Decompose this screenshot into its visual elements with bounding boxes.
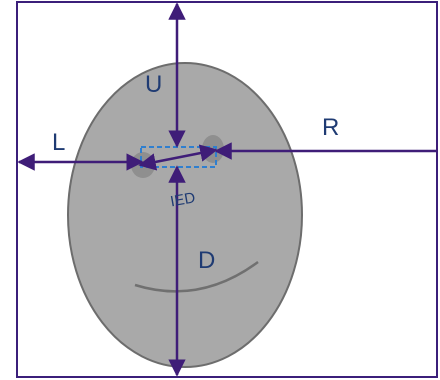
ied-arrow	[138, 144, 218, 171]
mouth-curve	[134, 260, 259, 293]
right-eye	[202, 135, 224, 163]
image-frame	[16, 1, 438, 378]
label-u: U	[145, 71, 162, 98]
label-r: R	[322, 114, 339, 141]
label-d: D	[198, 247, 215, 274]
label-l: L	[52, 129, 65, 156]
label-ied: IED	[169, 189, 197, 210]
face-ellipse	[67, 62, 303, 368]
